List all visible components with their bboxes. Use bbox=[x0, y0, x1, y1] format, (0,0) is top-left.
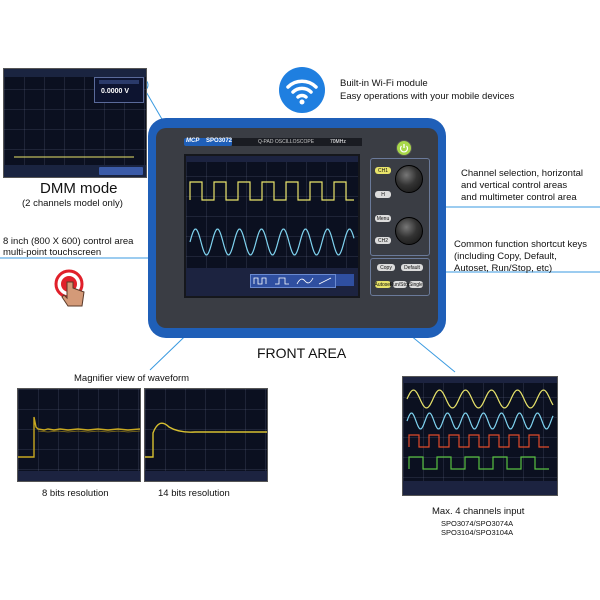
run-stop-button[interactable]: Run/Stop bbox=[389, 281, 411, 288]
dmm-title: DMM mode bbox=[40, 180, 118, 197]
channel-label-2: and vertical control areas bbox=[461, 180, 568, 191]
four-channel-caption: Max. 4 channels input bbox=[432, 506, 525, 517]
default-button[interactable]: Default bbox=[401, 264, 423, 271]
device-waveforms bbox=[189, 181, 355, 256]
channel-label-1: Channel selection, horizontal bbox=[461, 168, 583, 179]
wifi-subtitle: Easy operations with your mobile devices bbox=[340, 91, 515, 102]
channel-label-3: and multimeter control area bbox=[461, 192, 577, 203]
touchscreen-label-2: multi-point touchscreen bbox=[3, 247, 102, 258]
magnifier-8bit-wave bbox=[18, 416, 140, 458]
brand-logo: MCP bbox=[186, 138, 200, 144]
ch1-square-wave bbox=[189, 181, 354, 201]
front-area-label: FRONT AREA bbox=[257, 345, 347, 361]
magnifier-8bit-screenshot bbox=[17, 388, 141, 482]
copy-button[interactable]: Copy bbox=[377, 264, 395, 271]
dmm-subtitle: (2 channels model only) bbox=[22, 198, 123, 209]
four-channel-models-1: SPO3074/SPO3074A bbox=[441, 519, 514, 528]
dmm-screenshot: 0.0000 V bbox=[3, 68, 147, 178]
four-ch-green-wave bbox=[408, 456, 549, 470]
dmm-reading: 0.0000 V bbox=[101, 88, 130, 95]
menu-button[interactable]: Menu bbox=[375, 215, 391, 222]
magnifier-14bit-screenshot bbox=[144, 388, 268, 482]
horizontal-knob[interactable] bbox=[395, 165, 423, 193]
four-ch-cyan-wave bbox=[406, 412, 554, 430]
dmm-readout-box: 0.0000 V bbox=[94, 77, 144, 103]
wifi-title: Built-in Wi-Fi module bbox=[340, 78, 428, 89]
magnifier-14bit-wave bbox=[145, 422, 267, 458]
magnifier-8bit-caption: 8 bits resolution bbox=[42, 488, 109, 499]
shortcut-key-area: Copy Default Autoset Run/Stop Single bbox=[370, 258, 430, 296]
four-channel-screenshot bbox=[402, 376, 558, 496]
device-screen[interactable] bbox=[184, 154, 360, 298]
product-name: Q-PAD OSCILLOSCOPE bbox=[258, 139, 315, 145]
oscilloscope-device: MCP SPO3072 Q-PAD OSCILLOSCOPE 70MHz bbox=[148, 118, 446, 338]
dmm-bottom-bar bbox=[4, 165, 146, 177]
ch2-sine-wave bbox=[189, 228, 355, 256]
magnifier-title: Magnifier view of waveform bbox=[74, 373, 190, 384]
bandwidth-label: 70MHz bbox=[330, 139, 346, 145]
power-button[interactable] bbox=[396, 140, 412, 156]
autoset-button[interactable]: Autoset bbox=[374, 281, 392, 288]
model-label: SPO3072 bbox=[206, 138, 233, 144]
shortcut-label-1: Common function shortcut keys bbox=[454, 239, 588, 250]
channel-control-area: CH1 H Menu CH2 bbox=[370, 158, 430, 256]
single-button[interactable]: Single bbox=[409, 281, 423, 288]
touch-hand-icon bbox=[52, 268, 94, 310]
four-ch-red-wave bbox=[408, 434, 549, 448]
power-icon bbox=[399, 144, 409, 153]
shortcut-label-2: (including Copy, Default, bbox=[454, 251, 557, 262]
four-ch-yellow-wave bbox=[406, 389, 554, 409]
wifi-icon bbox=[278, 66, 326, 114]
four-channel-waves bbox=[406, 389, 554, 470]
horizontal-button[interactable]: H bbox=[375, 191, 391, 198]
vertical-knob[interactable] bbox=[395, 217, 423, 245]
shortcut-label-3: Autoset, Run/Stop, etc) bbox=[454, 263, 553, 274]
dmm-top-bar bbox=[4, 69, 146, 77]
device-screen-menu bbox=[186, 268, 358, 296]
ch1-button[interactable]: CH1 bbox=[375, 167, 391, 174]
magnifier-14bit-caption: 14 bits resolution bbox=[158, 488, 230, 499]
ch2-button[interactable]: CH2 bbox=[375, 237, 391, 244]
waveform-type-selector[interactable] bbox=[250, 274, 336, 288]
four-channel-models-2: SPO3104/SPO3104A bbox=[441, 528, 514, 537]
touchscreen-label-1: 8 inch (800 X 600) control area bbox=[3, 236, 134, 247]
